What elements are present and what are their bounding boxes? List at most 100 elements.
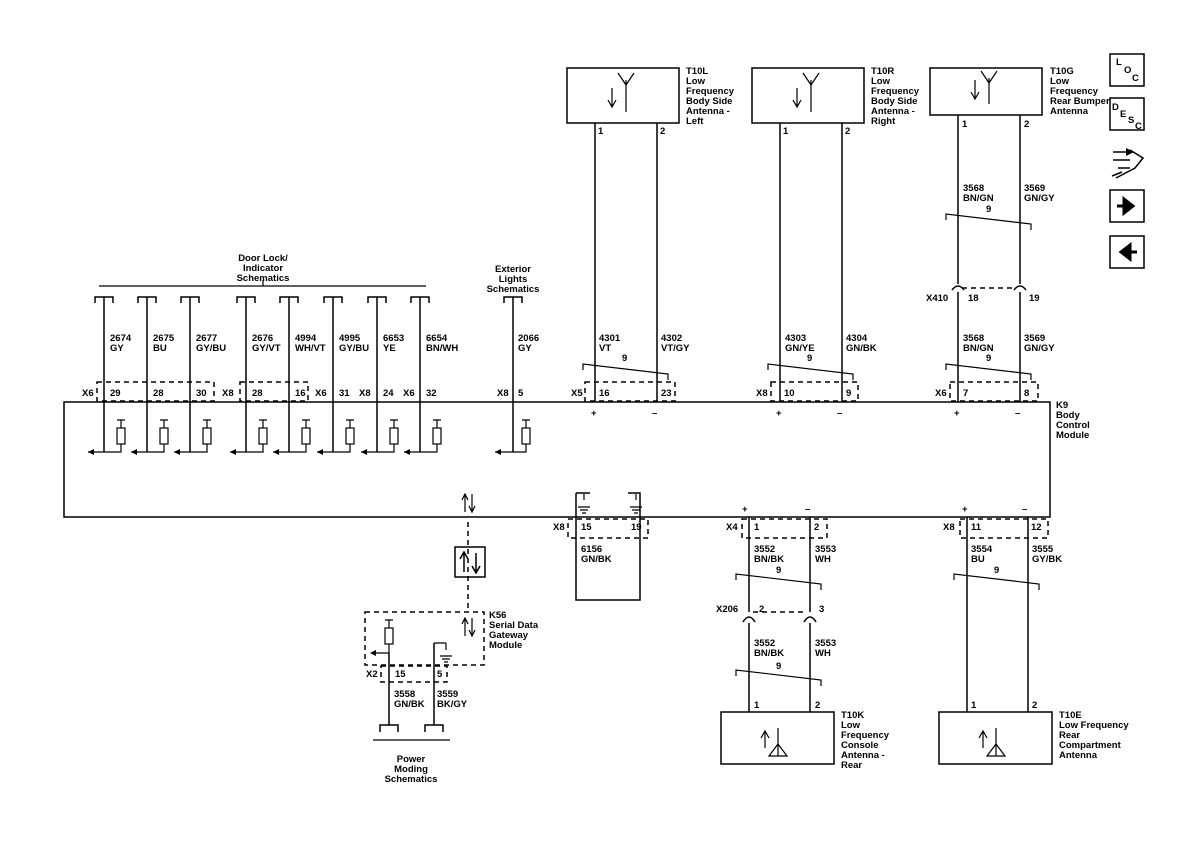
svg-text:1: 1 — [962, 119, 968, 130]
door-lock-schematics-label[interactable]: Door Lock/ Indicator Schematics — [237, 253, 290, 284]
svg-text:Frequency: Frequency — [1050, 86, 1099, 97]
door-wire-circuit: 6653 — [383, 333, 404, 344]
svg-text:X6: X6 — [82, 388, 94, 399]
svg-text:3568: 3568 — [963, 333, 984, 344]
svg-text:3568: 3568 — [963, 183, 984, 194]
prev-page-button[interactable] — [1109, 235, 1145, 269]
svg-text:19: 19 — [1029, 293, 1040, 304]
x6-connector-door — [96, 381, 215, 402]
svg-text:Serial Data: Serial Data — [489, 620, 539, 631]
door-wire-circuit: 2674 — [110, 333, 132, 344]
svg-text:Schematics: Schematics — [385, 774, 438, 785]
desc-button[interactable]: D E S C — [1109, 97, 1145, 132]
svg-text:GY: GY — [518, 343, 532, 354]
svg-text:GN/BK: GN/BK — [846, 343, 877, 354]
svg-text:16: 16 — [599, 388, 610, 399]
svg-text:X8: X8 — [756, 388, 768, 399]
door-wire-color: WH/VT — [295, 343, 326, 354]
svg-text:19: 19 — [631, 522, 642, 533]
svg-text:3553: 3553 — [815, 638, 836, 649]
svg-text:9: 9 — [807, 353, 812, 364]
svg-text:11: 11 — [971, 522, 982, 533]
svg-text:Low Frequency: Low Frequency — [1059, 720, 1129, 731]
svg-text:X410: X410 — [926, 293, 948, 304]
svg-text:3: 3 — [819, 604, 824, 615]
door-wire-pin: 16 — [295, 388, 306, 399]
svg-text:2: 2 — [759, 604, 764, 615]
svg-text:Low: Low — [686, 76, 706, 87]
svg-text:+: + — [591, 408, 597, 419]
svg-text:9: 9 — [986, 204, 991, 215]
svg-text:3558: 3558 — [394, 689, 415, 700]
svg-text:GY/BK: GY/BK — [1032, 554, 1062, 565]
svg-text:3559: 3559 — [437, 689, 458, 700]
k56-gateway-module: K56 Serial Data Gateway Module X2 15 5 3… — [364, 610, 539, 741]
door-wire-color: BU — [153, 343, 167, 354]
power-moding-schematics-label[interactable]: Power Moding Schematics — [385, 754, 438, 785]
connector-tool-icon[interactable] — [1111, 148, 1145, 179]
svg-text:10: 10 — [784, 388, 795, 399]
x8-connector-door — [239, 381, 309, 402]
svg-text:9: 9 — [776, 661, 781, 672]
svg-text:X4: X4 — [726, 522, 738, 533]
svg-text:WH: WH — [815, 648, 831, 659]
door-wire-color: GY/BU — [339, 343, 369, 354]
svg-text:BN/BK: BN/BK — [754, 648, 784, 659]
svg-text:3554: 3554 — [971, 544, 993, 555]
door-wire-color: GY/BU — [196, 343, 226, 354]
svg-text:–: – — [1022, 504, 1027, 515]
svg-text:Gateway: Gateway — [489, 630, 529, 641]
svg-text:3553: 3553 — [815, 544, 836, 555]
svg-text:1: 1 — [783, 126, 789, 137]
svg-text:T10E: T10E — [1059, 710, 1082, 721]
svg-text:12: 12 — [1031, 522, 1042, 533]
t10k-antenna: 1 + – X4 1 2 3552 BN/BK 3553 WH 9 X206 2… — [716, 504, 890, 771]
svg-text:+: + — [962, 504, 968, 515]
svg-text:Right: Right — [871, 116, 896, 127]
svg-text:Antenna -: Antenna - — [686, 106, 730, 117]
svg-text:15: 15 — [581, 522, 592, 533]
svg-text:Schematics: Schematics — [237, 273, 290, 284]
door-wire-circuit: 2677 — [196, 333, 217, 344]
svg-text:6156: 6156 — [581, 544, 602, 555]
svg-text:8: 8 — [1024, 388, 1029, 399]
svg-text:2: 2 — [815, 700, 820, 711]
svg-text:Body: Body — [1056, 410, 1080, 421]
exterior-lights-schematics-label[interactable]: Exterior Lights Schematics — [487, 264, 540, 295]
svg-text:Low: Low — [871, 76, 891, 87]
door-wire-pin: 30 — [196, 388, 207, 399]
svg-text:15: 15 — [395, 669, 406, 680]
svg-text:Control: Control — [1056, 420, 1090, 431]
svg-text:X8: X8 — [943, 522, 955, 533]
svg-text:L: L — [1116, 57, 1122, 68]
svg-text:2: 2 — [845, 126, 850, 137]
svg-text:BU: BU — [971, 554, 985, 565]
svg-text:9: 9 — [986, 353, 991, 364]
svg-text:1: 1 — [754, 700, 760, 711]
svg-text:23: 23 — [661, 388, 672, 399]
door-wire-color: GY/VT — [252, 343, 281, 354]
svg-text:C: C — [1132, 73, 1139, 84]
svg-text:9: 9 — [994, 565, 999, 576]
svg-text:Rear: Rear — [841, 760, 862, 771]
next-page-button[interactable] — [1109, 189, 1145, 223]
svg-text:WH: WH — [815, 554, 831, 565]
door-wire-circuit: 2675 — [153, 333, 175, 344]
svg-text:GN/GY: GN/GY — [1024, 193, 1055, 204]
svg-text:18: 18 — [968, 293, 979, 304]
svg-text:Rear Bumper: Rear Bumper — [1050, 96, 1110, 107]
svg-text:Module: Module — [1056, 430, 1089, 441]
svg-text:1: 1 — [971, 700, 977, 711]
door-wire-pin: 28 — [153, 388, 164, 399]
svg-text:Frequency: Frequency — [871, 86, 920, 97]
svg-text:VT: VT — [599, 343, 611, 354]
door-wire-circuit: 6654 — [426, 333, 448, 344]
svg-text:5: 5 — [437, 669, 443, 680]
ground-connector: X8 15 19 6156 GN/BK — [553, 492, 649, 601]
svg-text:3569: 3569 — [1024, 183, 1045, 194]
svg-text:2: 2 — [814, 522, 819, 533]
loc-button[interactable]: L O C — [1109, 53, 1145, 87]
door-wire-pin: 28 — [252, 388, 263, 399]
